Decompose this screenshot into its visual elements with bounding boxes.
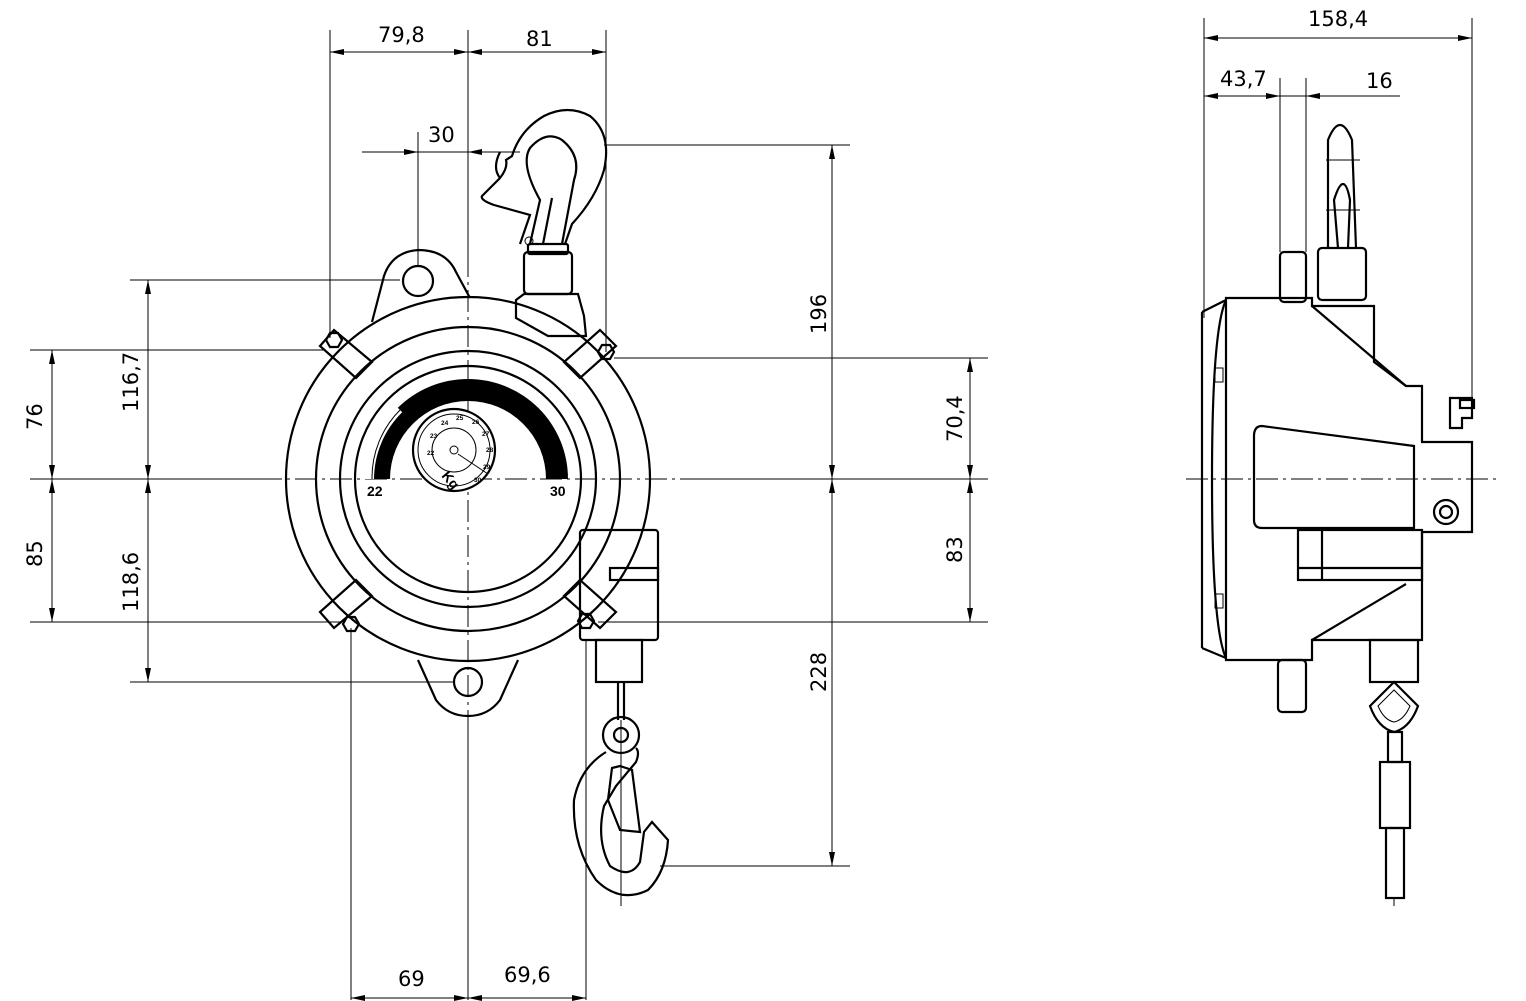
side-extension-lines xyxy=(1203,18,1473,906)
top-hook-assembly xyxy=(480,108,608,338)
dim-overall-width: 158,4 xyxy=(1308,7,1368,31)
gauge-min-label: 22 xyxy=(367,483,383,499)
side-housing xyxy=(1200,296,1476,662)
gauge-scale-band xyxy=(368,379,568,479)
dial-needle xyxy=(457,453,489,475)
dim-height-upper: 196 xyxy=(807,294,831,334)
dial-number: 27 xyxy=(482,431,490,438)
dim-hook-offset: 30 xyxy=(428,123,455,147)
dim-offset-right: 16 xyxy=(1366,69,1393,93)
dim-bottom-right: 69,6 xyxy=(504,963,551,987)
side-cable-and-hook xyxy=(1368,638,1420,900)
top-mounting-lug xyxy=(370,248,471,323)
extension-lines xyxy=(30,30,988,1000)
dial-number: 28 xyxy=(486,447,494,454)
housing-corner-brackets xyxy=(318,328,618,630)
dim-left-upper-inner: 116,7 xyxy=(119,352,143,412)
dial-number: 29 xyxy=(483,464,491,471)
dim-top-right: 81 xyxy=(526,27,553,51)
hex-bolt-icons xyxy=(324,331,616,633)
dim-right-upper: 70,4 xyxy=(943,395,967,442)
dial-face xyxy=(411,407,497,493)
dial-number: 23 xyxy=(430,433,438,440)
side-dimension-lines xyxy=(1204,35,1472,99)
dim-right-lower: 83 xyxy=(943,536,967,563)
dim-top-left: 79,8 xyxy=(378,23,425,47)
dim-offset-left: 43,7 xyxy=(1220,67,1267,91)
dial-number: 25 xyxy=(456,415,464,422)
balancer-housing xyxy=(284,295,652,663)
side-dimension-labels: 158,4 43,7 16 xyxy=(1220,7,1393,93)
dimension-labels: 79,8 81 30 196 228 76 85 116,7 118,6 70,… xyxy=(23,23,967,991)
dial-number: 22 xyxy=(427,450,435,457)
dim-height-lower: 228 xyxy=(807,652,831,692)
side-bottom-lug xyxy=(1276,658,1308,714)
dim-bottom-left: 69 xyxy=(398,967,425,991)
gauge-max-label: 30 xyxy=(550,483,566,499)
dim-left-lower-outer: 85 xyxy=(23,540,47,567)
dim-left-lower-inner: 118,6 xyxy=(119,552,143,612)
dim-left-upper-outer: 76 xyxy=(23,403,47,430)
dial-number: 26 xyxy=(472,419,480,426)
side-top-hook xyxy=(1278,123,1368,304)
side-view: 158,4 43,7 16 xyxy=(1186,7,1496,906)
dial-number: 24 xyxy=(441,420,449,427)
cable-outlet xyxy=(578,528,660,720)
dimension-lines xyxy=(49,49,973,1001)
dial-number: 30 xyxy=(474,477,482,484)
front-view: 22 30 22 23 24 25 26 27 28 29 30 Kg xyxy=(23,23,988,1001)
load-gauge: 22 30 22 23 24 25 26 27 28 29 30 Kg xyxy=(362,379,568,499)
